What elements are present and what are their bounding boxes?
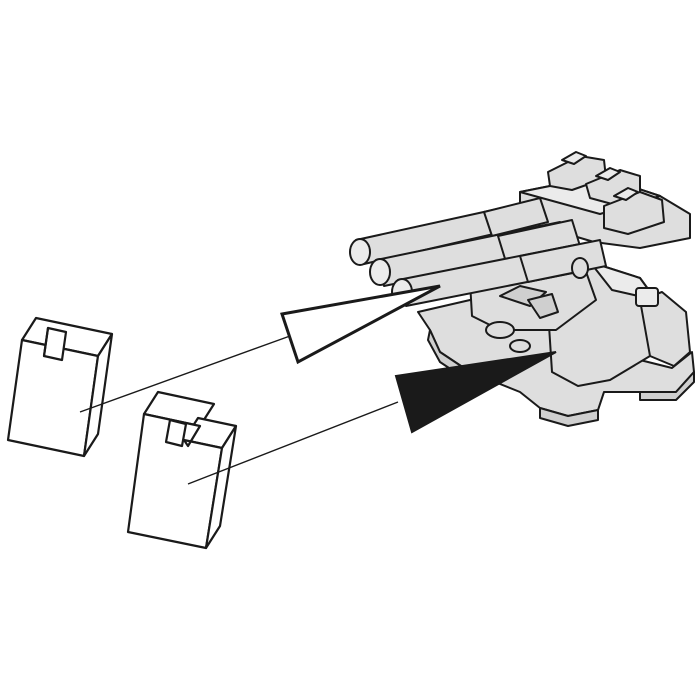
gun-barrels xyxy=(349,197,607,307)
gun-barrel-top xyxy=(349,197,549,266)
gun-turret-model xyxy=(349,151,695,427)
leader-line-b xyxy=(187,401,399,485)
leader-a xyxy=(79,284,441,413)
leader-b xyxy=(187,351,557,485)
open-arrow-a xyxy=(280,284,441,365)
solid-arrow-b xyxy=(394,351,557,434)
leader-line-a xyxy=(79,335,291,413)
part-a xyxy=(6,316,114,458)
part-b xyxy=(126,390,238,550)
